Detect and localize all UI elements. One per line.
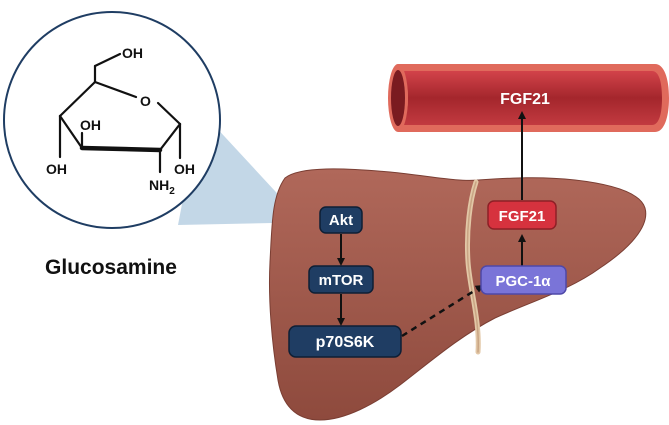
glucosamine-structure: OH O OH OH OH NH2 [3,11,221,229]
label-oh-c1: OH [174,161,195,177]
label-ring-o: O [140,93,151,109]
node-fgf21-liver-label: FGF21 [499,208,546,225]
node-akt-label: Akt [329,212,353,229]
arrow-p70s6k-to-pgc1a [401,284,484,338]
label-nh2: NH2 [149,177,175,197]
node-mtor-label: mTOR [319,272,364,289]
node-p70s6k: p70S6K [288,325,402,358]
node-akt: Akt [319,206,363,234]
molecule-name: Glucosamine [45,256,177,279]
label-oh-c4: OH [46,161,67,177]
node-mtor: mTOR [308,265,374,294]
node-pgc1a: PGC-1α [480,265,567,295]
label-oh-top: OH [122,45,143,61]
ring-bonds [58,52,182,174]
label-oh-c3: OH [80,117,101,133]
blood-vessel: FGF21 [388,64,669,132]
node-p70s6k-label: p70S6K [316,334,375,351]
node-fgf21-liver: FGF21 [487,200,557,230]
node-pgc1a-label: PGC-1α [495,273,551,290]
vessel-fgf21-label: FGF21 [500,91,550,108]
